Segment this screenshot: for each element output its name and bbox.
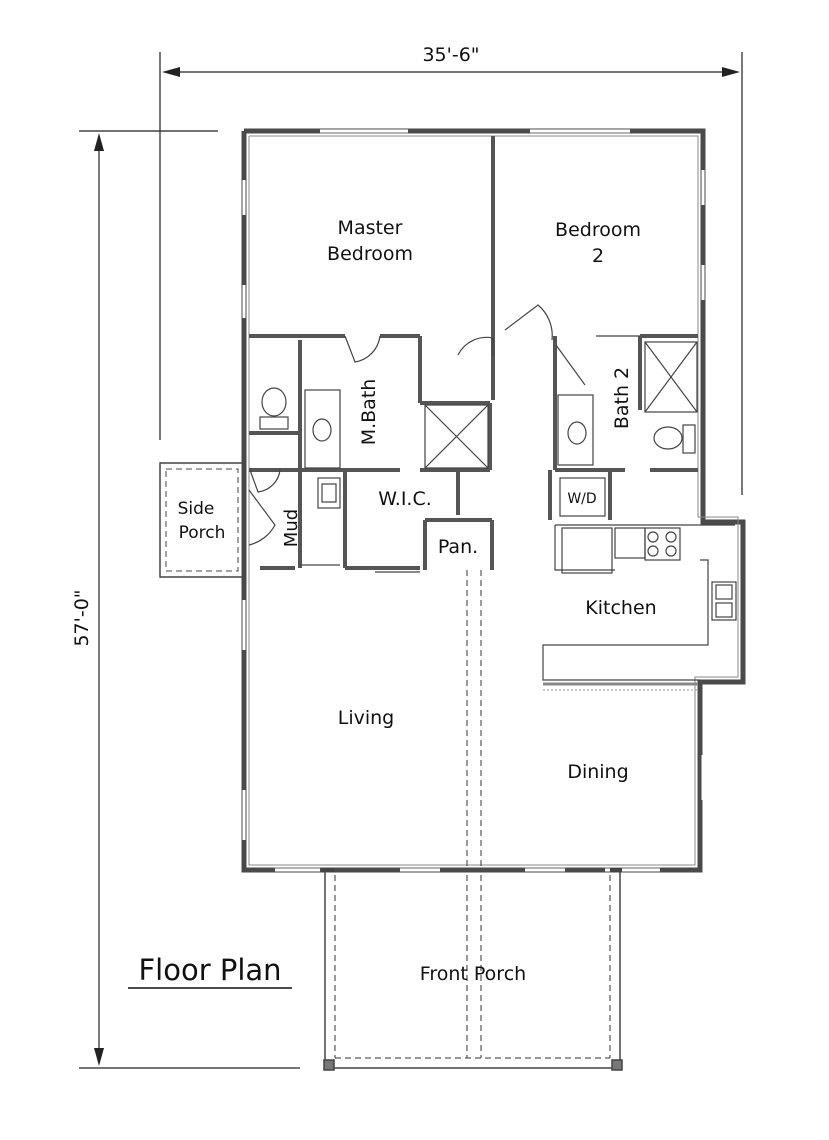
interior-walls bbox=[249, 136, 698, 570]
drawing-title: Floor Plan bbox=[138, 953, 281, 987]
bath2-toilet bbox=[653, 424, 696, 454]
room-label-pantry: Pan. bbox=[438, 536, 478, 558]
room-label-master-bedroom-line1: Master bbox=[338, 217, 403, 239]
exterior-walls bbox=[241, 128, 746, 873]
room-label-master-bath: M.Bath bbox=[358, 379, 380, 446]
room-label-bedroom-2-line1: Bedroom bbox=[555, 219, 641, 241]
side-porch bbox=[159, 462, 245, 578]
room-label-bath-2: Bath 2 bbox=[611, 367, 633, 429]
cooktop bbox=[647, 531, 677, 557]
height-dimension bbox=[79, 130, 300, 1069]
room-label-front-porch: Front Porch bbox=[420, 963, 526, 985]
width-dimension-label: 35'-6" bbox=[422, 44, 479, 66]
mud-sink bbox=[317, 477, 341, 509]
front-porch bbox=[322, 868, 623, 1071]
kitchen-sink bbox=[715, 584, 733, 618]
bath2-vanity bbox=[557, 394, 594, 466]
room-label-bedroom-2-line2: 2 bbox=[592, 245, 604, 267]
room-label-mud: Mud bbox=[281, 509, 302, 547]
beam-lines bbox=[466, 570, 482, 870]
kitchen-counters bbox=[542, 524, 737, 681]
master-toilet bbox=[259, 387, 289, 430]
room-label-dining: Dining bbox=[567, 761, 628, 783]
room-label-wic: W.I.C. bbox=[378, 488, 432, 510]
front-porch-dashes bbox=[334, 875, 611, 1059]
exterior-walls-inner bbox=[248, 135, 739, 866]
master-shower bbox=[424, 404, 489, 469]
doors bbox=[248, 304, 640, 573]
height-dimension-label: 57'-0" bbox=[71, 589, 93, 646]
room-label-kitchen: Kitchen bbox=[585, 597, 656, 619]
room-label-wd: W/D bbox=[567, 491, 596, 507]
windows bbox=[242, 129, 705, 872]
room-label-side-porch-line1: Side bbox=[178, 499, 215, 519]
washer-dryer bbox=[559, 477, 606, 517]
room-label-side-porch-line2: Porch bbox=[179, 523, 226, 543]
master-vanity bbox=[304, 389, 341, 469]
width-dimension bbox=[159, 52, 743, 495]
room-label-living: Living bbox=[338, 707, 395, 729]
bath2-shower bbox=[644, 341, 698, 413]
room-label-master-bedroom-line2: Bedroom bbox=[327, 243, 413, 265]
